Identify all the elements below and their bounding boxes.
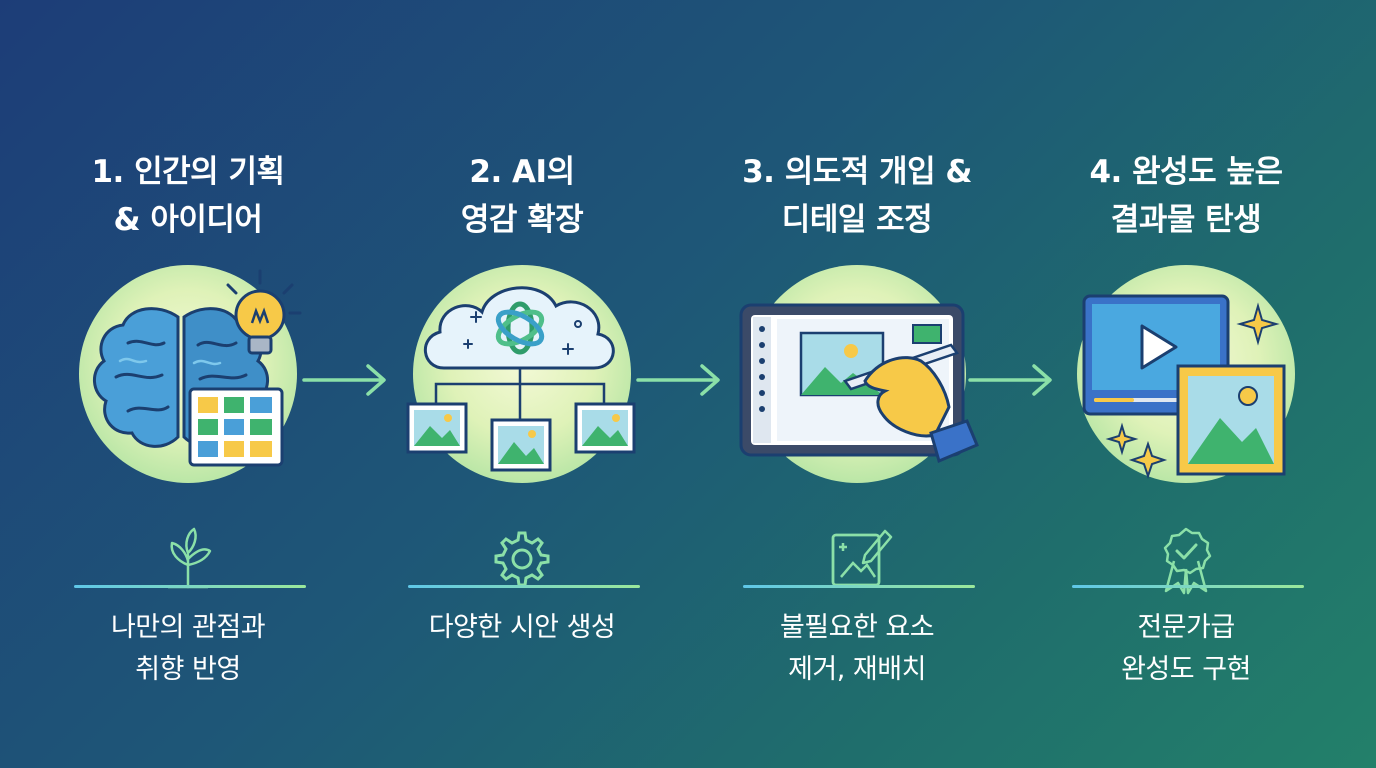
ai-cloud-icon <box>423 286 615 370</box>
step-3-description: 불필요한 요소 제거, 재배치 <box>707 607 1007 691</box>
step-1-desc-line2: 취향 반영 <box>135 654 241 685</box>
step-3-desc-line1: 불필요한 요소 <box>779 612 935 643</box>
step-4-title-line2: 결과물 탄생 <box>1110 202 1262 238</box>
lightbulb-icon <box>226 269 302 355</box>
step-4-title: 4. 완성도 높은 결과물 탄생 <box>1036 148 1336 244</box>
step-2-title-line1: 2. AI의 <box>469 154 575 190</box>
ai-expansion-illustration <box>406 286 636 472</box>
step-4-title-line1: 4. 완성도 높은 <box>1089 154 1283 190</box>
step-3-desc-line2: 제거, 재배치 <box>788 654 926 685</box>
step-1-title-line2: & 아이디어 <box>113 202 263 238</box>
step-2: 2. AI의 영감 확장 <box>372 0 672 768</box>
sparkle-icon <box>1105 302 1280 480</box>
arrow-right-icon <box>968 364 1052 396</box>
step-1: 1. 인간의 기획 & 아이디어 <box>38 0 338 768</box>
step-3-divider <box>743 585 975 588</box>
step-2-desc-line1: 다양한 시안 생성 <box>428 612 616 643</box>
step-2-divider <box>408 585 640 588</box>
step-4-desc-line2: 완성도 구현 <box>1121 654 1251 685</box>
step-3-title-line1: 3. 의도적 개입 & <box>742 154 972 190</box>
step-1-description: 나만의 관점과 취향 반영 <box>38 607 338 691</box>
step-1-title: 1. 인간의 기획 & 아이디어 <box>38 148 338 244</box>
step-3: 3. 의도적 개입 & 디테일 조정 불필요한 요소 <box>707 0 1007 768</box>
brain-idea-illustration <box>93 269 302 467</box>
sticky-notes-icon <box>188 387 284 467</box>
step-2-title: 2. AI의 영감 확장 <box>372 148 672 244</box>
step-4-desc-line1: 전문가급 <box>1137 612 1235 643</box>
editing-illustration <box>739 303 979 464</box>
arrow-right-icon <box>302 364 386 396</box>
step-2-description: 다양한 시안 생성 <box>372 607 672 649</box>
arrow-right-icon <box>636 364 720 396</box>
step-2-title-line2: 영감 확장 <box>460 202 584 238</box>
step-1-title-line1: 1. 인간의 기획 <box>91 154 285 190</box>
step-1-desc-line1: 나만의 관점과 <box>110 612 266 643</box>
step-4-description: 전문가급 완성도 구현 <box>1036 607 1336 691</box>
step-4-divider <box>1072 585 1304 588</box>
image-options-icon <box>406 402 636 472</box>
hand-stylus-icon <box>842 343 979 464</box>
step-3-title: 3. 의도적 개입 & 디테일 조정 <box>707 148 1007 244</box>
final-result-illustration <box>1082 294 1286 480</box>
step-3-title-line2: 디테일 조정 <box>781 202 933 238</box>
framed-image-icon <box>1176 364 1286 476</box>
step-4: 4. 완성도 높은 결과물 탄생 전문가급 완성도 구현 <box>1036 0 1336 768</box>
step-1-divider <box>74 585 306 588</box>
